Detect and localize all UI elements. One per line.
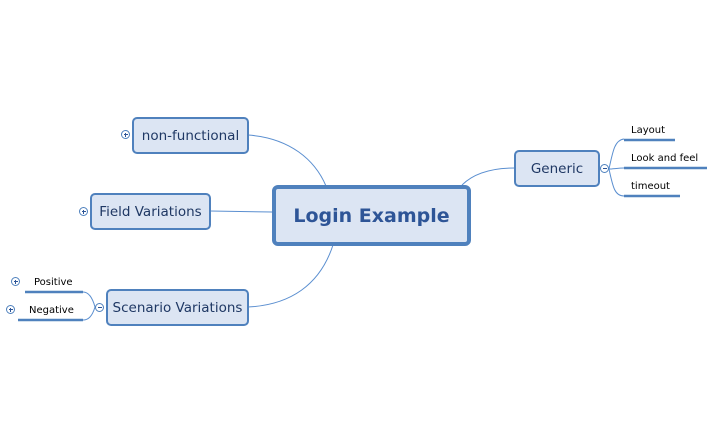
connector-positive <box>82 291 96 308</box>
topic-label: non-functional <box>141 127 240 144</box>
expand-positive-icon[interactable] <box>11 277 20 286</box>
topic-generic[interactable]: Generic <box>514 150 600 187</box>
expand-negative-icon[interactable] <box>6 305 15 314</box>
connector-timeout <box>608 168 625 197</box>
topic-field-variations[interactable]: Field Variations <box>90 193 211 230</box>
topic-scenario-variations[interactable]: Scenario Variations <box>106 289 249 326</box>
subtopic-positive[interactable]: Positive <box>34 277 73 288</box>
subtopic-layout[interactable]: Layout <box>631 125 665 136</box>
topic-label: Field Variations <box>99 203 202 220</box>
expand-non-functional-icon[interactable] <box>121 130 130 139</box>
collapse-scenario-variations-icon[interactable] <box>95 303 104 312</box>
expand-field-variations-icon[interactable] <box>79 207 88 216</box>
subtopic-negative[interactable]: Negative <box>29 305 74 316</box>
root-topic-label: Login Example <box>293 204 450 227</box>
connector-layout <box>608 138 625 170</box>
connector-non-functional <box>247 134 327 187</box>
connector-negative <box>82 306 96 321</box>
connector-field-variations <box>209 210 273 213</box>
collapse-generic-icon[interactable] <box>600 164 609 173</box>
topic-label: Generic <box>530 160 584 177</box>
root-topic[interactable]: Login Example <box>272 185 471 246</box>
subtopic-look-and-feel[interactable]: Look and feel <box>631 153 699 164</box>
connector-look-and-feel <box>608 167 625 170</box>
topic-non-functional[interactable]: non-functional <box>132 117 249 154</box>
topic-label: Scenario Variations <box>112 299 243 316</box>
connector-generic <box>461 167 516 186</box>
connector-scenario-variations <box>247 244 334 308</box>
subtopic-timeout[interactable]: timeout <box>631 181 670 192</box>
